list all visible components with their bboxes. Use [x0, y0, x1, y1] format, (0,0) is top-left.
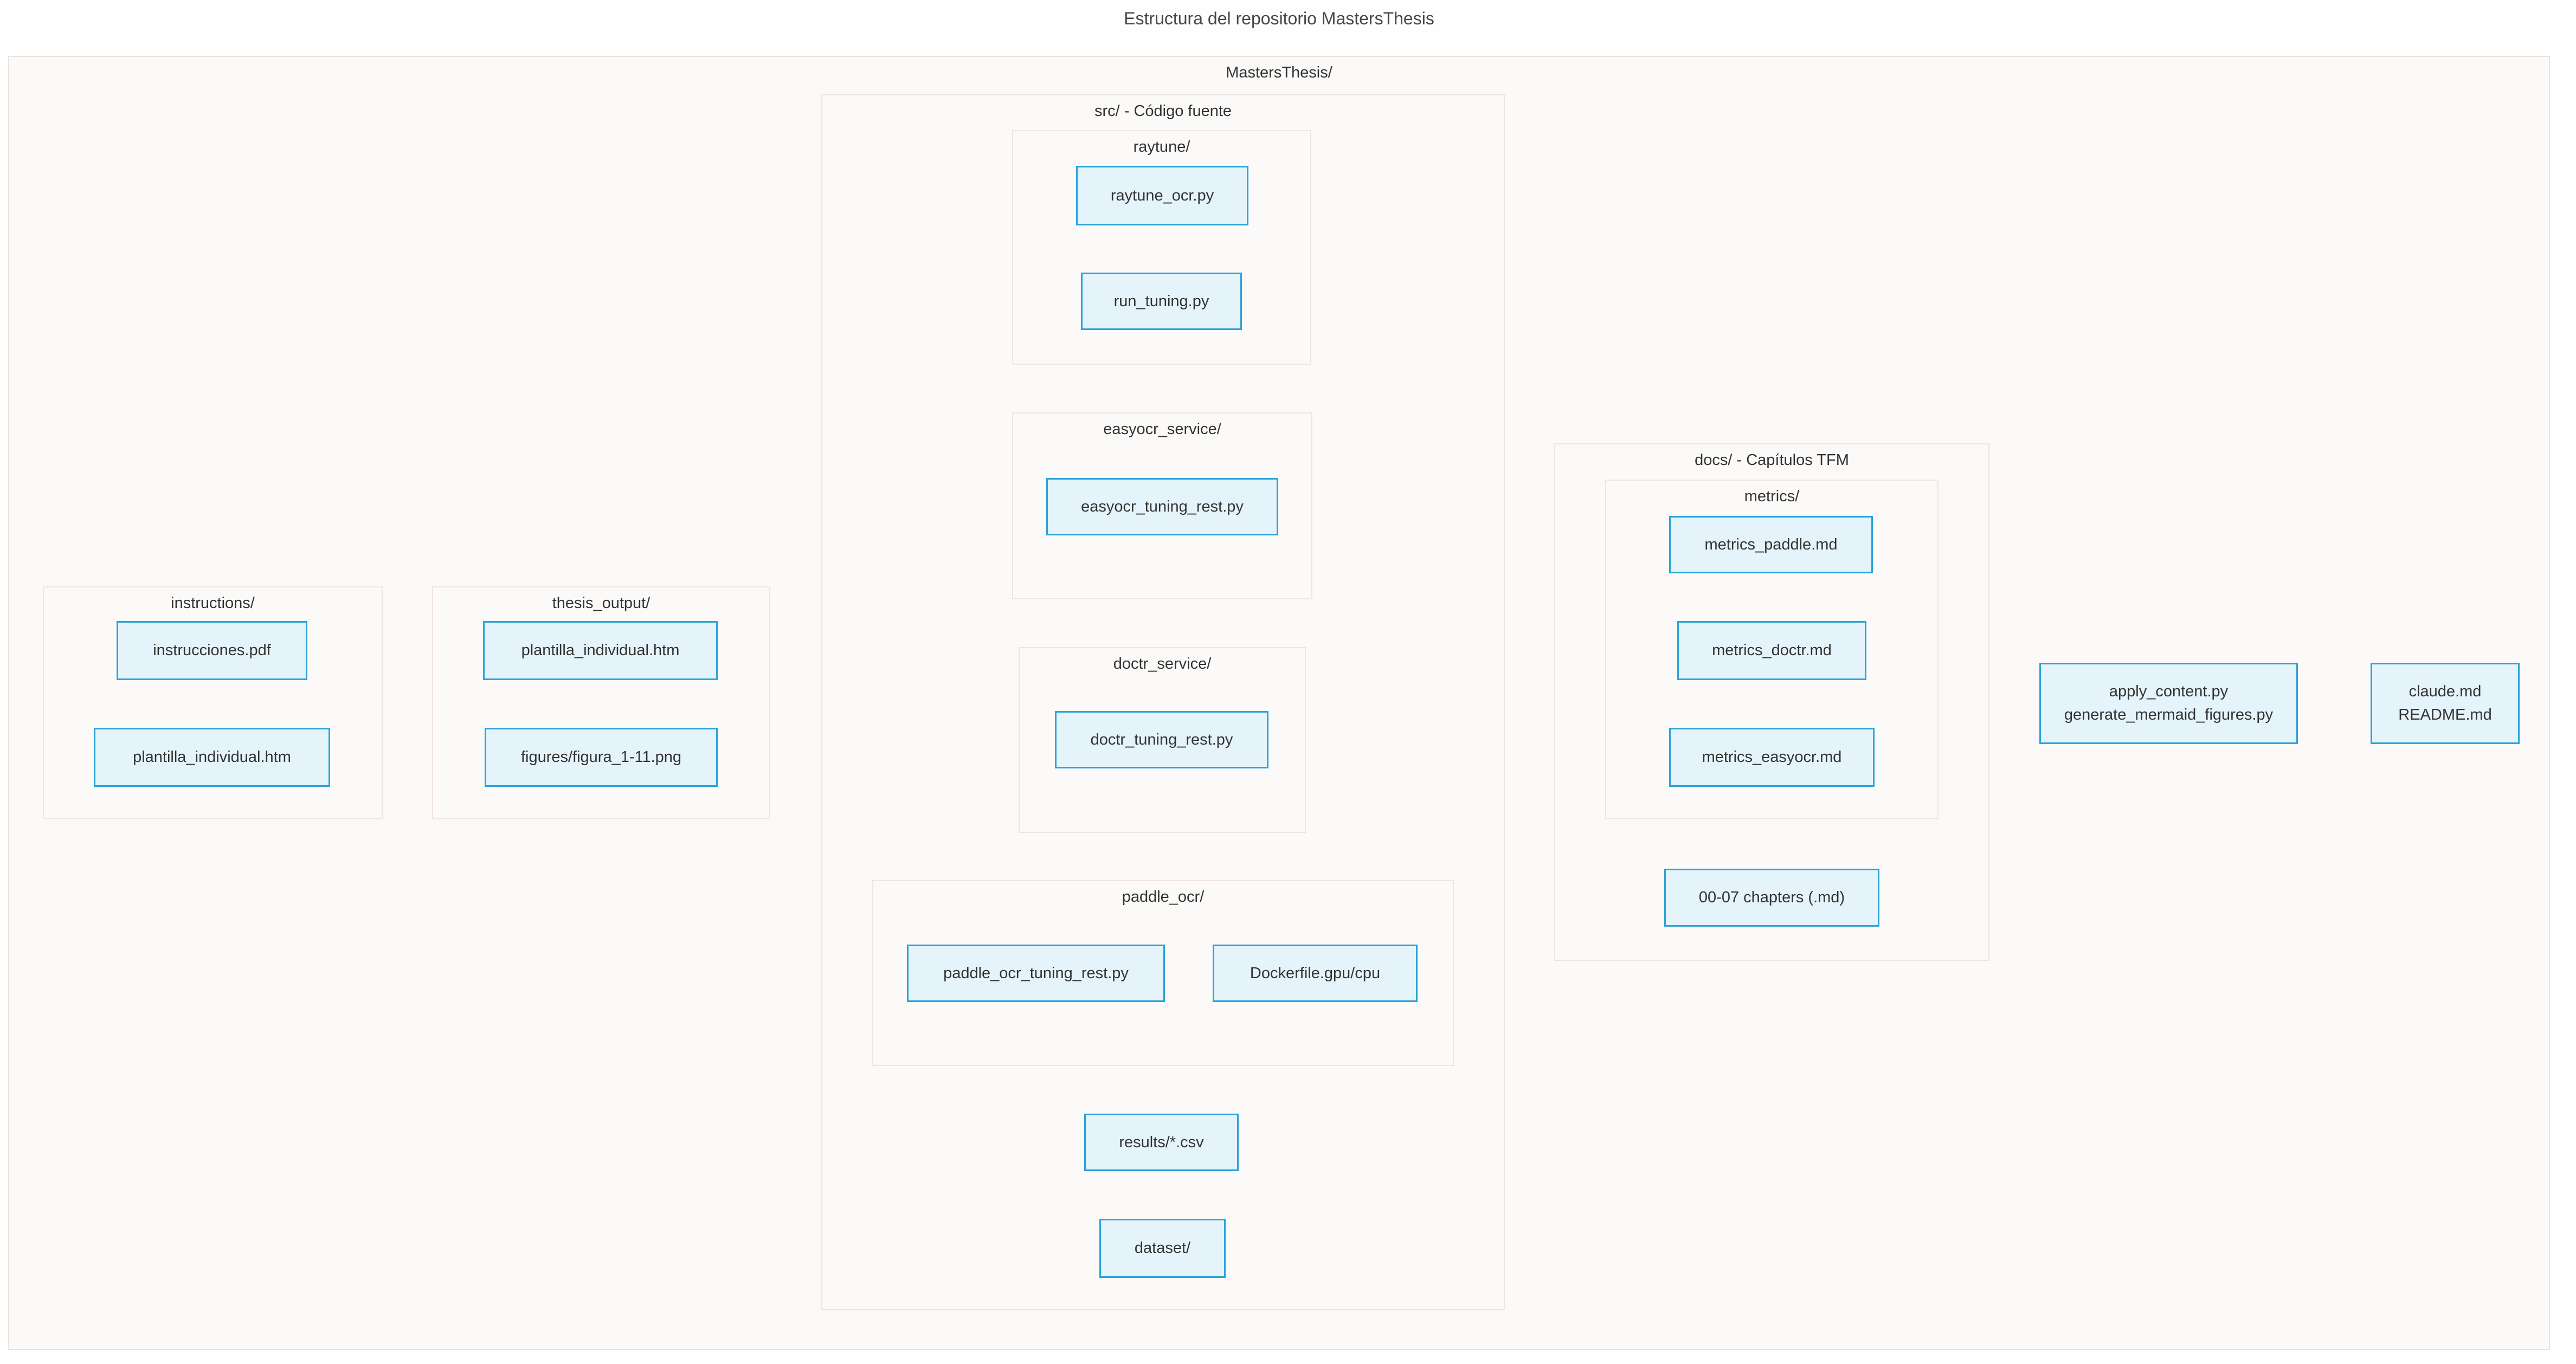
node-root-readme-line2: README.md — [2398, 706, 2492, 723]
cluster-raytune-label: raytune/ — [1133, 138, 1190, 156]
node-easyocr-tuning-rest-py-label: easyocr_tuning_rest.py — [1081, 497, 1244, 515]
node-instrucciones-pdf-label: instrucciones.pdf — [153, 642, 271, 659]
node-raytune-ocr-py-label: raytune_ocr.py — [1110, 186, 1214, 204]
cluster-easyocr-service: easyocr_service/ — [1012, 412, 1312, 599]
node-instrucciones-pdf: instrucciones.pdf — [117, 621, 307, 680]
node-root-scripts-line1: apply_content.py — [2109, 683, 2229, 700]
node-metrics-doctr-md-label: metrics_doctr.md — [1712, 642, 1832, 659]
cluster-metrics-label: metrics/ — [1744, 488, 1800, 505]
node-paddle-ocr-tuning-rest-py: paddle_ocr_tuning_rest.py — [907, 945, 1165, 1002]
cluster-instructions: instructions/ — [43, 586, 383, 819]
node-results-csv: results/*.csv — [1084, 1114, 1239, 1171]
cluster-thesis-output: thesis_output/ — [432, 586, 770, 819]
cluster-doctr-service-label: doctr_service/ — [1113, 655, 1212, 673]
node-metrics-easyocr-md: metrics_easyocr.md — [1669, 728, 1875, 787]
cluster-instructions-label: instructions/ — [171, 594, 255, 612]
node-run-tuning-py: run_tuning.py — [1081, 273, 1242, 330]
node-results-csv-label: results/*.csv — [1119, 1133, 1204, 1151]
node-figures-figura-png: figures/figura_1-11.png — [485, 728, 718, 787]
cluster-mastersthesis-label: MastersThesis/ — [1226, 64, 1332, 81]
node-chapters-md-label: 00-07 chapters (.md) — [1698, 889, 1845, 906]
node-dockerfile-gpu-cpu: Dockerfile.gpu/cpu — [1213, 945, 1418, 1002]
diagram-title: Estructura del repositorio MastersThesis — [1124, 9, 1434, 28]
cluster-doctr-service: doctr_service/ — [1019, 647, 1306, 833]
node-instructions-plantilla-individual-htm: plantilla_individual.htm — [94, 728, 330, 787]
node-chapters-md: 00-07 chapters (.md) — [1664, 869, 1879, 927]
cluster-docs: docs/ - Capítulos TFM — [1554, 443, 1989, 961]
node-root-readme-line1: claude.md — [2408, 683, 2482, 700]
node-dataset-label: dataset/ — [1134, 1239, 1191, 1257]
cluster-src: src/ - Código fuente — [821, 94, 1505, 1310]
cluster-src-label: src/ - Código fuente — [1094, 102, 1232, 120]
node-thesis-plantilla-individual-htm: plantilla_individual.htm — [483, 621, 718, 680]
cluster-raytune: raytune/ — [1012, 130, 1311, 365]
node-figures-figura-png-label: figures/figura_1-11.png — [520, 748, 682, 766]
node-doctr-tuning-rest-py-label: doctr_tuning_rest.py — [1090, 731, 1233, 748]
node-dataset: dataset/ — [1099, 1219, 1226, 1278]
node-metrics-paddle-md: metrics_paddle.md — [1669, 516, 1873, 573]
cluster-thesis-output-label: thesis_output/ — [552, 594, 651, 612]
node-metrics-doctr-md: metrics_doctr.md — [1677, 621, 1866, 680]
node-paddle-ocr-tuning-rest-py-label: paddle_ocr_tuning_rest.py — [943, 964, 1129, 982]
node-instructions-plantilla-individual-htm-label: plantilla_individual.htm — [133, 748, 291, 766]
node-run-tuning-py-label: run_tuning.py — [1113, 292, 1209, 310]
cluster-docs-label: docs/ - Capítulos TFM — [1695, 451, 1849, 469]
node-raytune-ocr-py: raytune_ocr.py — [1076, 166, 1248, 225]
cluster-metrics: metrics/ — [1605, 480, 1939, 819]
node-root-readme: claude.md README.md — [2371, 663, 2520, 744]
node-doctr-tuning-rest-py: doctr_tuning_rest.py — [1055, 711, 1268, 768]
cluster-paddle-ocr-label: paddle_ocr/ — [1122, 888, 1205, 906]
node-root-scripts-line2: generate_mermaid_figures.py — [2064, 706, 2274, 723]
node-metrics-easyocr-md-label: metrics_easyocr.md — [1702, 748, 1842, 766]
node-thesis-plantilla-individual-htm-label: plantilla_individual.htm — [521, 642, 680, 659]
node-dockerfile-gpu-cpu-label: Dockerfile.gpu/cpu — [1250, 964, 1381, 982]
cluster-easyocr-service-label: easyocr_service/ — [1103, 421, 1221, 438]
node-easyocr-tuning-rest-py: easyocr_tuning_rest.py — [1046, 478, 1278, 535]
node-metrics-paddle-md-label: metrics_paddle.md — [1704, 535, 1838, 553]
node-root-scripts: apply_content.py generate_mermaid_figure… — [2039, 663, 2298, 744]
cluster-paddle-ocr: paddle_ocr/ — [872, 880, 1454, 1066]
